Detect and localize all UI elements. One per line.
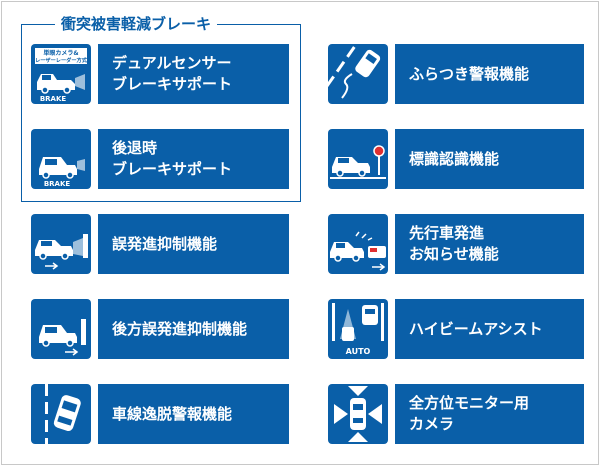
lead-car-start-icon xyxy=(328,214,388,274)
rear-mis-start-line1: 後方誤発進抑制機能 xyxy=(112,319,248,338)
brake-badge: BRAKE xyxy=(40,95,67,103)
lead-car-start-label: 先行車発進 お知らせ機能 xyxy=(395,214,584,274)
rear-brake-line2: ブレーキサポート xyxy=(112,160,233,178)
dual-sensor-brake-line2: ブレーキサポート xyxy=(112,75,233,93)
rear-brake-label: 後退時 ブレーキサポート xyxy=(98,129,289,189)
high-beam-assist-label: ハイビームアシスト xyxy=(395,299,584,359)
sign-recognition-line1: 標識認識機能 xyxy=(409,149,500,168)
lane-departure-line1: 車線逸脱警報機能 xyxy=(112,404,233,423)
high-beam-assist-icon: AUTO xyxy=(328,299,388,359)
feature-high-beam-assist: AUTO ハイビームアシスト xyxy=(328,299,584,359)
feature-rear-mis-start-suppression: 後方誤発進抑制機能 xyxy=(31,299,289,359)
collision-brake-group-title: 衝突被害軽減ブレーキ xyxy=(55,14,218,34)
lead-car-start-line1: 先行車発進 xyxy=(409,224,485,242)
feature-sign-recognition: 標識認識機能 xyxy=(328,129,584,189)
high-beam-assist-line1: ハイビームアシスト xyxy=(409,319,543,338)
wobble-warning-line1: ふらつき警報機能 xyxy=(409,64,530,83)
rear-brake-icon: BRAKE xyxy=(31,129,91,189)
dual-sensor-brake-line1: デュアルセンサー xyxy=(112,54,232,72)
car-road-sign-icon xyxy=(330,145,386,179)
panoramic-monitor-line1: 全方位モニター用 xyxy=(409,394,530,412)
panoramic-monitor-label: 全方位モニター用 カメラ xyxy=(395,384,584,444)
brake-badge: BRAKE xyxy=(44,180,71,188)
mis-start-line1: 誤発進抑制機能 xyxy=(112,234,218,253)
car-top-view-cameras-icon xyxy=(334,386,382,442)
car-rear-icon: BRAKE xyxy=(39,157,85,188)
lane-departure-icon xyxy=(31,384,91,444)
mis-start-label: 誤発進抑制機能 xyxy=(98,214,289,274)
feature-dual-sensor-brake: 単眼カメラ& レーザーレーダー方式 BRAKE デュアルセンサー ブレーキサポー… xyxy=(31,44,289,104)
auto-badge: AUTO xyxy=(346,347,371,356)
sign-recognition-icon xyxy=(328,129,388,189)
wobble-warning-label: ふらつき警報機能 xyxy=(395,44,584,104)
headlight-beam-icon: AUTO xyxy=(332,303,384,356)
feature-lead-car-start-notice: 先行車発進 お知らせ機能 xyxy=(328,214,584,274)
sign-recognition-label: 標識認識機能 xyxy=(395,129,584,189)
feature-lane-departure-warning: 車線逸脱警報機能 xyxy=(31,384,289,444)
dual-sensor-brake-label: デュアルセンサー ブレーキサポート xyxy=(98,44,289,104)
car-reverse-obstacle-icon xyxy=(39,319,86,356)
wobble-warning-icon xyxy=(328,44,388,104)
panoramic-monitor-line2: カメラ xyxy=(409,415,455,433)
dual-sensor-brake-icon: 単眼カメラ& レーザーレーダー方式 BRAKE xyxy=(31,44,91,104)
feature-panoramic-monitor: 全方位モニター用 カメラ xyxy=(328,384,584,444)
icon-caption-2: レーザーレーダー方式 xyxy=(35,56,88,64)
rear-mis-start-label: 後方誤発進抑制機能 xyxy=(98,299,289,359)
mis-start-icon xyxy=(31,214,91,274)
car-front-sensor-icon: 単眼カメラ& レーザーレーダー方式 BRAKE xyxy=(35,48,88,103)
lead-car-start-line2: お知らせ機能 xyxy=(409,245,499,263)
lane-departure-label: 車線逸脱警報機能 xyxy=(98,384,289,444)
car-obstacle-icon xyxy=(35,234,88,270)
rear-mis-start-icon xyxy=(31,299,91,359)
feature-wobble-warning: ふらつき警報機能 xyxy=(328,44,584,104)
rear-brake-line1: 後退時 xyxy=(112,139,158,157)
panoramic-monitor-icon xyxy=(328,384,388,444)
car-lane-line-icon xyxy=(45,384,81,444)
feature-mis-start-suppression: 誤発進抑制機能 xyxy=(31,214,289,274)
feature-rear-brake: BRAKE 後退時 ブレーキサポート xyxy=(31,129,289,189)
icon-caption: 単眼カメラ& xyxy=(43,49,78,57)
car-wobble-icon xyxy=(328,46,381,99)
two-cars-icon xyxy=(330,231,386,271)
